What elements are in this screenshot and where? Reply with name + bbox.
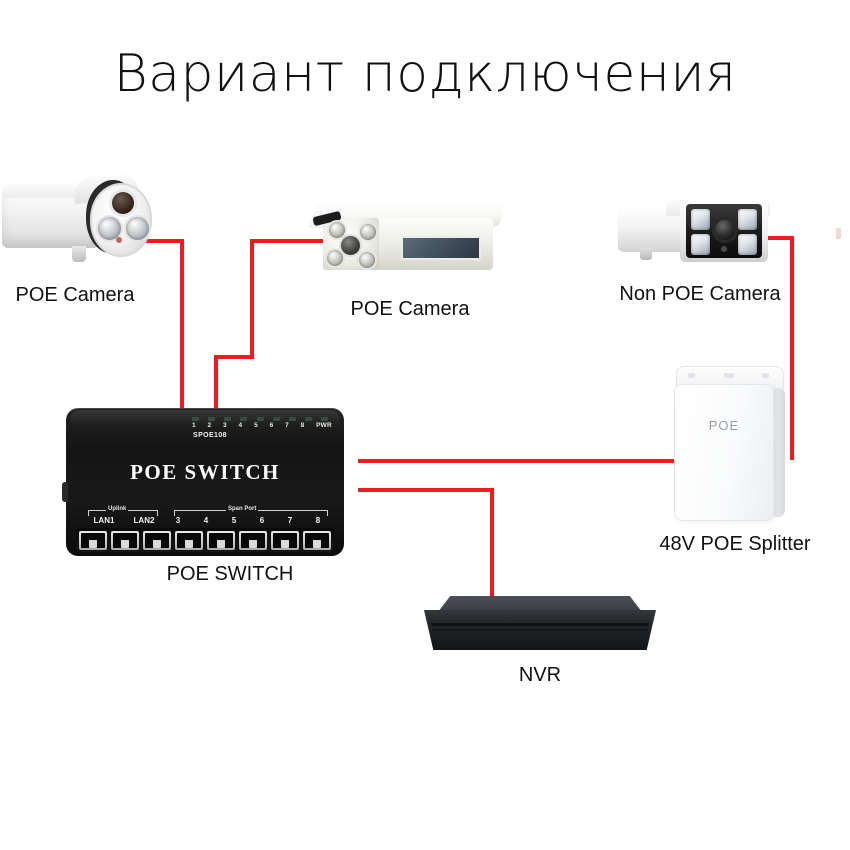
splitter-body (674, 384, 774, 521)
switch-model-label: SPOE108 (193, 432, 227, 439)
switch-brand-label: POE SWITCH (130, 460, 280, 484)
camera2-lens-icon (341, 236, 360, 255)
camera3-ir-led-4 (738, 234, 757, 255)
nvr-top-panel (438, 596, 642, 612)
nvr-label: NVR (518, 664, 562, 686)
splitter-label: 48V POE Splitter (659, 533, 811, 555)
device-poe-splitter[interactable]: POE (674, 366, 786, 521)
splitter-side-edge (774, 388, 785, 517)
switch-led-8 (304, 417, 312, 421)
camera2-ir-led-2 (360, 224, 376, 240)
cable-switch-to-nvr-vertical (490, 488, 494, 610)
camera1-indicator-dot (116, 237, 122, 243)
camera3-ir-led-3 (738, 209, 757, 230)
switch-rj45-port-lan2[interactable] (111, 530, 139, 550)
device-camera-2[interactable] (305, 198, 507, 284)
nvr-groove-lower (432, 629, 648, 631)
switch-led-num-7: 7 (285, 422, 289, 429)
switch-rj45-port-3[interactable] (143, 530, 171, 550)
cable-camera2-horizontal-upper (250, 239, 326, 243)
camera1-ir-led-left (98, 217, 121, 240)
camera2-ir-led-4 (359, 252, 375, 268)
cable-camera2-vertical-lower (214, 355, 218, 417)
camera3-mount (640, 248, 652, 260)
camera3-ir-led-2 (691, 234, 710, 255)
cable-camera3-vertical (790, 236, 794, 460)
camera2-side-window (401, 236, 481, 260)
cable-camera1-vertical (180, 239, 184, 415)
switch-led-num-4: 4 (238, 422, 243, 429)
switch-port-label-lan1: LAN1 (93, 516, 115, 525)
switch-led-num-3: 3 (223, 422, 227, 429)
switch-port-label-8: 8 (315, 516, 321, 525)
camera1-mount (72, 246, 86, 262)
switch-label: POE SWITCH (166, 563, 294, 585)
device-nvr[interactable] (424, 596, 656, 652)
switch-rj45-port-4[interactable] (175, 530, 203, 550)
switch-uplink-label: Uplink (106, 506, 129, 512)
splitter-lip-dot-1 (688, 373, 695, 378)
switch-port-strip (76, 528, 334, 552)
device-poe-switch[interactable]: 1 2 3 4 5 6 7 8 PWR SPOE108 POE SWITCH U… (62, 408, 344, 556)
switch-led-pwr (321, 417, 328, 421)
switch-port-label-5: 5 (231, 516, 237, 525)
camera3-light-sensor (721, 246, 727, 252)
switch-led-7 (288, 417, 296, 421)
camera1-lens-icon (112, 192, 134, 214)
nvr-groove-upper (430, 623, 650, 626)
switch-side-tab (62, 482, 68, 502)
switch-led-1 (192, 417, 199, 421)
switch-led-num-2: 2 (207, 422, 212, 429)
device-camera-3[interactable] (618, 192, 798, 270)
switch-rj45-port-lan1[interactable] (79, 530, 107, 550)
switch-bracket-row: Uplink Span Port (84, 506, 330, 516)
splitter-lip-dot-2 (724, 373, 734, 378)
camera3-label: Non POE Camera (619, 283, 781, 305)
camera2-ir-led-1 (329, 222, 345, 238)
camera3-ir-led-1 (691, 209, 710, 230)
switch-port-label-7: 7 (287, 516, 293, 525)
switch-port-labels: LAN1 LAN2 3 4 5 6 7 8 (84, 516, 334, 525)
switch-rj45-port-5[interactable] (207, 530, 235, 550)
cable-switch-to-splitter (358, 459, 688, 463)
switch-led-3 (224, 417, 232, 421)
cable-camera1-horizontal (118, 239, 184, 243)
camera1-label: POE Camera (15, 284, 135, 306)
cable-camera3-horizontal (756, 236, 794, 240)
switch-top-bevel (70, 410, 340, 426)
switch-led-num-pwr: PWR (316, 422, 332, 429)
switch-led-num-5: 5 (254, 422, 258, 429)
switch-led-row (192, 413, 328, 425)
switch-led-2 (208, 417, 216, 421)
switch-port-label-3: 3 (175, 516, 181, 525)
splitter-face-text: POE (708, 418, 740, 433)
switch-led-4 (240, 417, 248, 421)
switch-led-num-1: 1 (192, 422, 196, 429)
switch-led-num-6: 6 (269, 422, 274, 429)
camera1-ir-led-right (126, 217, 149, 240)
switch-led-numbers: 1 2 3 4 5 6 7 8 PWR (192, 422, 332, 429)
page-title: Вариант подключения (113, 44, 737, 104)
switch-span-label: Span Port (226, 506, 259, 512)
camera2-label: POE Camera (350, 298, 470, 320)
switch-rj45-port-6[interactable] (239, 530, 267, 550)
switch-rj45-port-8[interactable] (303, 530, 331, 550)
splitter-lip-dot-3 (762, 373, 769, 378)
cable-camera2-step (214, 355, 254, 359)
switch-led-num-8: 8 (300, 422, 305, 429)
switch-led-6 (272, 417, 280, 421)
switch-port-label-6: 6 (259, 516, 265, 525)
switch-rj45-port-7[interactable] (271, 530, 299, 550)
camera3-lens-icon (715, 220, 735, 240)
cable-switch-to-nvr-horizontal (358, 488, 494, 492)
camera2-ir-led-3 (327, 250, 343, 266)
switch-port-label-4: 4 (203, 516, 209, 525)
device-camera-1[interactable] (2, 172, 154, 264)
switch-port-label-lan2: LAN2 (133, 516, 155, 525)
switch-led-5 (256, 417, 264, 421)
edge-artifact (836, 228, 841, 239)
cable-camera2-vertical-upper (250, 239, 254, 359)
